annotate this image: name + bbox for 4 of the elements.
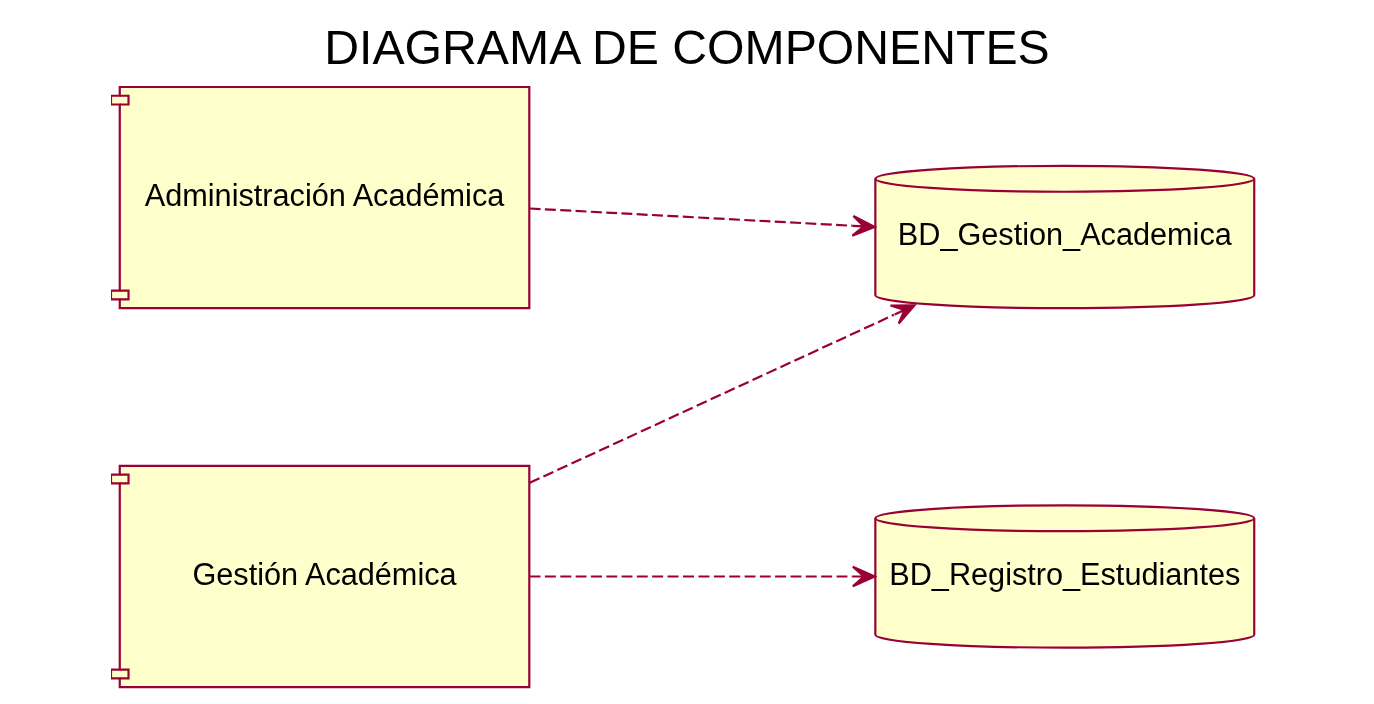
arrow: [529, 304, 916, 484]
diagram-title: DIAGRAMA DE COMPONENTES: [324, 20, 1050, 75]
arrow: [529, 565, 876, 588]
arrow: [529, 207, 876, 237]
